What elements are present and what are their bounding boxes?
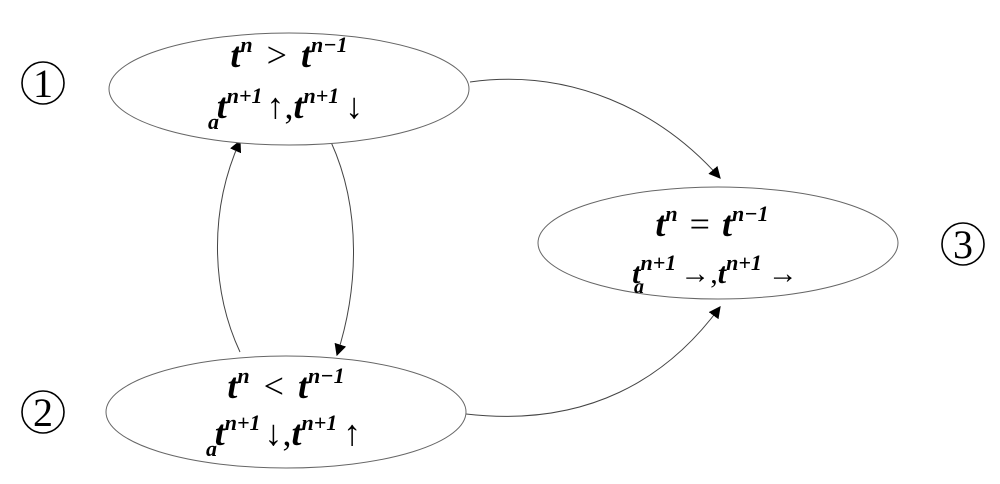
state-3-relation: tn=tn−1: [655, 201, 768, 244]
badge-circle-1: [21, 61, 65, 105]
state-2-trend: tn+1↓,tn+1↑: [215, 410, 362, 453]
state-1-relation: tn>tn−1: [230, 32, 347, 75]
state-node-1: tn>tn−1 tn+1↑,tn+1↓ a: [108, 32, 470, 146]
state-2-subscript: a: [206, 436, 217, 461]
state-badge-3: 3: [941, 222, 985, 267]
state-ellipse-1: [108, 32, 470, 146]
edge-1-to-3: [469, 78, 721, 179]
state-1-trend: tn+1↑,tn+1↓: [217, 83, 364, 126]
badge-number-1: 1: [33, 61, 53, 106]
edge-2-to-3: [465, 306, 721, 417]
edge-2-to-1: [217, 139, 242, 353]
state-badge-1: 1: [21, 61, 65, 106]
state-1-subscript: a: [208, 109, 219, 134]
state-2-relation: tn<tn−1: [227, 363, 344, 406]
state-3-subscript: a: [634, 276, 644, 298]
state-3-trend: tn+1→,tn+1→: [632, 250, 798, 290]
state-node-2: tn<tn−1 tn+1↓,tn+1↑ a: [105, 355, 467, 469]
state-node-3: tn=tn−1 tn+1→,tn+1→ a: [537, 186, 899, 300]
state-ellipse-2: [105, 355, 467, 469]
badge-number-2: 2: [33, 390, 53, 435]
badge-number-3: 3: [953, 222, 973, 267]
state-badge-2: 2: [21, 390, 65, 435]
state-ellipse-3: [537, 186, 899, 300]
badge-circle-2: [21, 390, 65, 434]
edge-1-to-2: [330, 141, 354, 357]
badge-circle-3: [941, 222, 985, 266]
